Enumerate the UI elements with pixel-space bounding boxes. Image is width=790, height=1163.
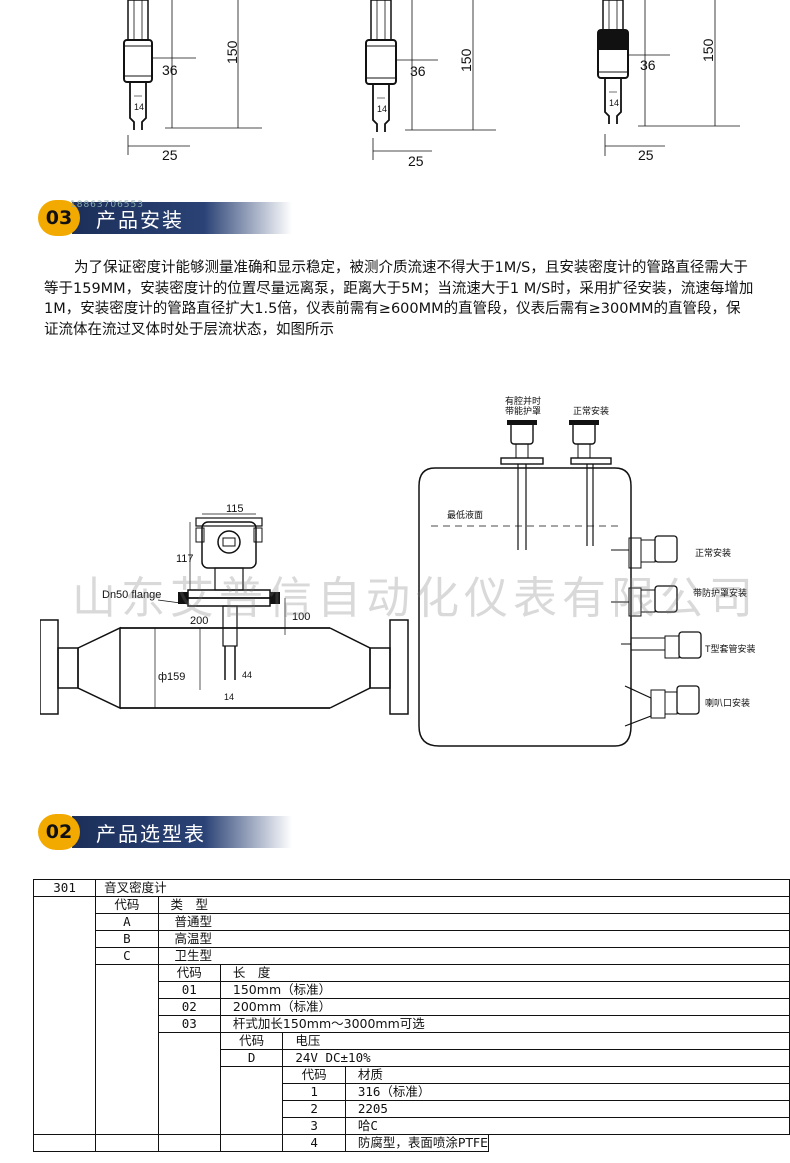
- top-instrument-2: [569, 420, 612, 546]
- section-header-selection: 02 产品选型表: [38, 812, 292, 852]
- length-code: 02: [157, 998, 221, 1016]
- length-name: 200mm（标准）: [219, 998, 790, 1016]
- voltage-name: 24V DC±10%: [282, 1049, 790, 1067]
- section-number-badge: 03: [38, 200, 80, 236]
- model-name: 音叉密度计: [95, 879, 790, 897]
- dim-total: 150: [458, 48, 474, 72]
- top-right-label: 正常安装: [573, 405, 609, 416]
- top-left-label-1: 有腔并时: [505, 395, 541, 406]
- material-code: 3: [282, 1117, 346, 1135]
- phone-watermark: 18863706553: [70, 200, 144, 210]
- fork-drawing-2: 36 150 14 25: [365, 0, 496, 169]
- dim-width: 25: [162, 147, 178, 163]
- length-code: 01: [157, 981, 221, 999]
- company-watermark: 山东艾普信自动化仪表有限公司: [72, 573, 758, 624]
- section-title: 产品安装: [96, 208, 184, 232]
- fork-drawing-1: 36 150 14 25: [123, 0, 262, 163]
- table-row: 3 哈C: [34, 1117, 790, 1135]
- table-row: 301 音叉密度计: [32, 879, 790, 897]
- table-row: 01 150mm（标准）: [34, 981, 790, 999]
- side-instrument-3: [621, 631, 702, 659]
- table-row: 代码 类 型: [32, 896, 790, 1135]
- dim-tine: 14: [377, 104, 387, 114]
- table-row: 4 防腐型，表面喷涂PTFE: [32, 1134, 790, 1152]
- section-header-install: 03 产品安装: [38, 198, 292, 238]
- voltage-name-header: 电压: [282, 1032, 790, 1050]
- material-name: 防腐型，表面喷涂PTFE: [344, 1134, 490, 1152]
- fork-drawing-3: 36 150 14 25: [597, 0, 740, 163]
- dim-width: 25: [638, 147, 654, 163]
- material-code: 1: [282, 1083, 346, 1101]
- dim-total: 150: [224, 40, 240, 64]
- length-code: 03: [157, 1015, 221, 1033]
- dim-width: 25: [408, 153, 424, 169]
- type-code: C: [95, 947, 159, 965]
- material-code: 4: [282, 1134, 346, 1152]
- selection-table: 301 音叉密度计 代码 类 型 A 普通型 B 高温型 C 卫生型 代码 长 …: [32, 879, 790, 1152]
- fork-drawings: 36 150 14 25 36 150 14 25: [123, 0, 740, 169]
- transmitter-head: [195, 517, 263, 591]
- section-title-bar: [72, 202, 292, 234]
- side-instrument-1: [611, 535, 678, 569]
- section-title: 产品选型表: [96, 822, 206, 846]
- dim-total: 150: [700, 38, 716, 62]
- dim-117: 117: [176, 553, 194, 565]
- dim-14: 14: [224, 692, 234, 702]
- side-instrument-4: [624, 685, 700, 727]
- length-name: 150mm（标准）: [219, 981, 790, 999]
- section-number-badge: 02: [38, 814, 80, 850]
- material-code-header: 代码: [282, 1066, 346, 1084]
- side-instrument-2: [611, 585, 678, 617]
- liquid-level-label: 最低液面: [447, 509, 483, 520]
- side-label-4: 喇叭口安装: [705, 697, 750, 708]
- side-label-1: 正常安装: [695, 547, 731, 558]
- dim-probe: 36: [640, 57, 656, 73]
- table-row: 03 杆式加长150mm～3000mm可选: [34, 1015, 790, 1033]
- type-code-header: 代码: [95, 896, 159, 914]
- top-instrument-1: [500, 420, 544, 550]
- material-name-header: 材质: [344, 1066, 790, 1084]
- side-label-3: T型套管安装: [705, 643, 755, 654]
- side-label-2: 带防护罩安装: [693, 587, 747, 598]
- length-name-header: 长 度: [219, 964, 790, 982]
- flange-label: Dn50 flange: [102, 589, 161, 601]
- tank-installation-diagram: 最低液面 有腔并时 带能护罩 正常安装: [418, 395, 755, 747]
- table-row: B 高温型: [34, 930, 790, 948]
- material-name: 2205: [344, 1100, 790, 1118]
- dim-44: 44: [242, 670, 252, 680]
- top-left-label-2: 带能护罩: [505, 405, 541, 416]
- length-name: 杆式加长150mm～3000mm可选: [219, 1015, 790, 1033]
- dim-159: ф159: [158, 671, 185, 683]
- dim-probe: 36: [410, 63, 426, 79]
- voltage-code: D: [219, 1049, 284, 1067]
- type-name-header: 类 型: [157, 896, 790, 914]
- type-name: 高温型: [157, 930, 790, 948]
- dim-tine: 14: [609, 98, 619, 108]
- dim-100: 100: [292, 611, 310, 623]
- material-name: 哈C: [344, 1117, 790, 1135]
- dim-probe: 36: [162, 62, 178, 78]
- install-description: 为了保证密度计能够测量准确和显示稳定，被测介质流速不得大于1M/S，且安装密度计…: [44, 260, 754, 338]
- type-code: A: [95, 913, 159, 931]
- type-name: 普通型: [157, 913, 790, 931]
- type-name: 卫生型: [157, 947, 790, 965]
- section-title-bar: [72, 816, 292, 848]
- type-code: B: [95, 930, 159, 948]
- table-row: C 卫生型: [34, 947, 790, 965]
- table-row: 02 200mm（标准）: [34, 998, 790, 1016]
- dim-200: 200: [190, 615, 208, 627]
- pipe-installation-diagram: 115 117 Dn50 flange 200 100 ф159 44 14: [40, 503, 409, 715]
- material-name: 316（标准）: [344, 1083, 790, 1101]
- table-row: A 普通型: [34, 913, 790, 931]
- dim-tine: 14: [134, 102, 144, 112]
- voltage-code-header: 代码: [219, 1032, 284, 1050]
- table-row: 代码 长 度: [34, 964, 790, 1135]
- dim-115: 115: [226, 503, 244, 515]
- material-code: 2: [282, 1100, 346, 1118]
- length-code-header: 代码: [157, 964, 221, 982]
- model-code: 301: [32, 879, 97, 897]
- table-row: 1 316（标准）: [34, 1083, 790, 1101]
